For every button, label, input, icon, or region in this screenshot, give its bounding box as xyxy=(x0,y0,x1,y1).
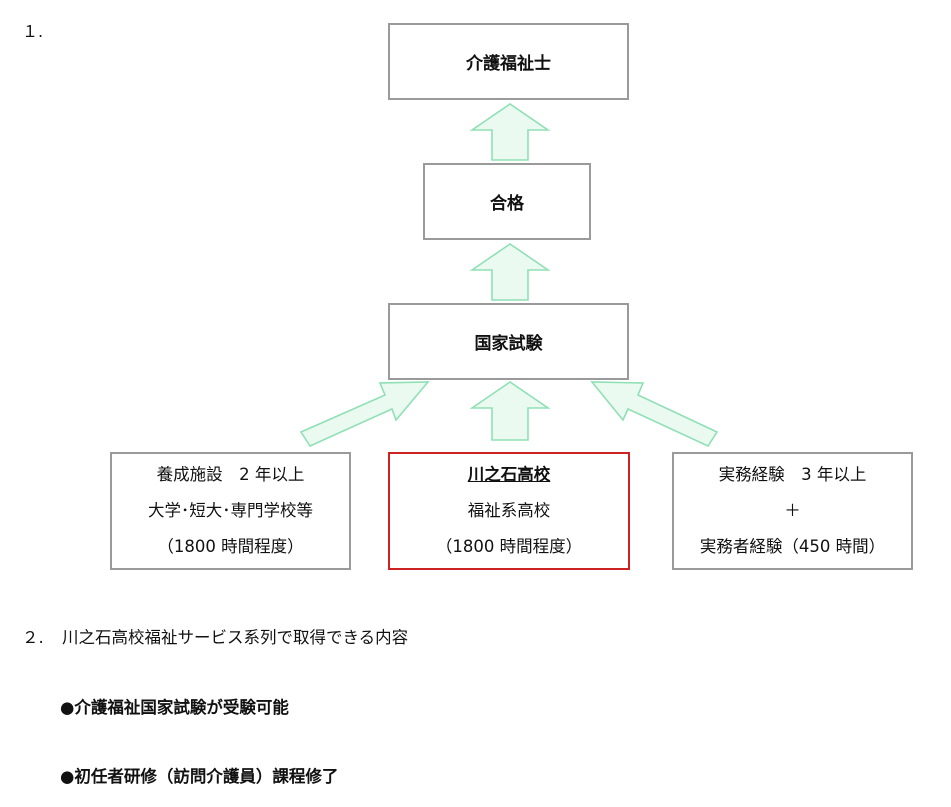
route-center-title: 川之石高校 xyxy=(467,465,551,484)
bullet-item-exam-eligible: ●介護福祉国家試験が受験可能 xyxy=(60,698,289,717)
exam-label: 国家試験 xyxy=(474,334,543,354)
route-box-training-facility: 養成施設 2 年以上 大学･短大･専門学校等 （1800 時間程度） xyxy=(110,452,351,570)
diag-arrow-right-to-exam xyxy=(590,381,719,448)
section1-number: １. xyxy=(22,22,44,41)
section2-heading: 川之石高校福祉サービス系列で取得できる内容 xyxy=(62,628,409,647)
pass-box: 合格 xyxy=(423,163,591,240)
route-center-line2: 福祉系高校 xyxy=(467,501,551,520)
certification-box: 介護福祉士 xyxy=(388,23,629,100)
route-left-line3: （1800 時間程度） xyxy=(157,537,304,556)
exam-box: 国家試験 xyxy=(388,303,629,380)
route-box-work-experience: 実務経験 3 年以上 ＋ 実務者経験（450 時間） xyxy=(672,452,913,570)
route-right-line1: 実務経験 3 年以上 xyxy=(718,465,867,484)
route-center-line3: （1800 時間程度） xyxy=(435,537,583,556)
diag-arrow-left-to-exam xyxy=(299,381,430,448)
pass-label: 合格 xyxy=(490,194,524,214)
route-left-line2: 大学･短大･専門学校等 xyxy=(148,501,313,520)
route-right-line3: 実務者経験（450 時間） xyxy=(699,537,886,556)
certification-label: 介護福祉士 xyxy=(466,54,551,74)
up-arrow-exam-to-pass xyxy=(469,243,551,301)
up-arrow-center-to-exam xyxy=(469,381,551,441)
bullet-item-initial-training: ●初任者研修（訪問介護員）課程修了 xyxy=(60,767,339,786)
section2-number: ２. xyxy=(22,628,44,647)
route-left-line1: 養成施設 2 年以上 xyxy=(156,465,305,484)
route-box-kawanoishi: 川之石高校 福祉系高校 （1800 時間程度） xyxy=(388,452,630,570)
route-right-line2: ＋ xyxy=(784,501,801,520)
up-arrow-pass-to-cert xyxy=(469,103,551,161)
section2-heading-row: ２. 川之石高校福祉サービス系列で取得できる内容 xyxy=(22,624,408,648)
